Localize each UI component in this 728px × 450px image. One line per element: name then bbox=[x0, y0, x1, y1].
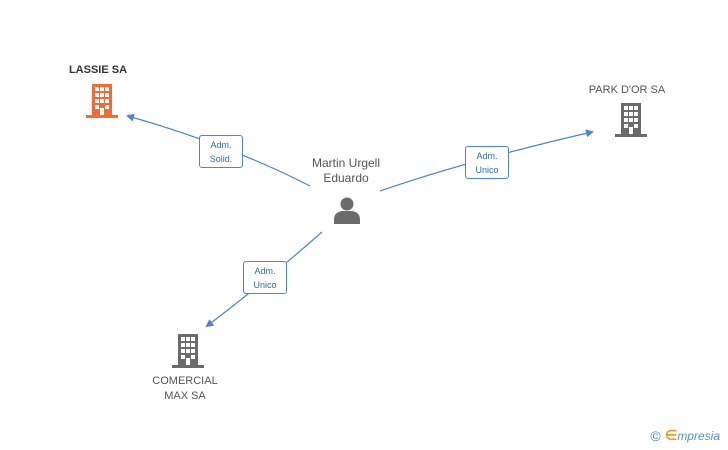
relation-label-line2: Unico bbox=[475, 165, 499, 175]
company-name-comercial[interactable]: COMERCIAL MAX SA bbox=[140, 374, 230, 404]
person-icon[interactable] bbox=[333, 196, 361, 224]
brand-initial: ∈ bbox=[664, 427, 678, 443]
company-name-line2: MAX SA bbox=[164, 390, 206, 402]
company-name-line1: COMERCIAL bbox=[152, 375, 218, 387]
person-name[interactable]: Martin Urgell Eduardo bbox=[298, 156, 394, 186]
copyright-icon: © bbox=[650, 427, 661, 444]
person-name-line1: Martin Urgell bbox=[311, 156, 380, 170]
company-name-lassie[interactable]: LASSIE SA bbox=[68, 64, 128, 76]
building-icon[interactable] bbox=[615, 103, 647, 137]
building-icon[interactable] bbox=[86, 84, 118, 118]
relation-label-lassie[interactable]: Adm. Solid. bbox=[199, 135, 243, 168]
relation-label-line1: Adm. bbox=[210, 140, 232, 150]
company-name-parkdor[interactable]: PARK D'OR SA bbox=[588, 84, 666, 96]
relation-label-line1: Adm. bbox=[476, 151, 498, 161]
brand-wordmark: ∈mpresia bbox=[665, 427, 720, 444]
relation-label-parkdor[interactable]: Adm. Unico bbox=[465, 146, 509, 179]
relation-label-line2: Unico bbox=[253, 280, 277, 290]
building-icon[interactable] bbox=[172, 334, 204, 368]
relation-label-line1: Adm. bbox=[254, 266, 276, 276]
brand-logo: © ∈mpresia bbox=[650, 427, 720, 444]
relation-label-line2: Solid. bbox=[209, 154, 233, 164]
relation-label-comercial[interactable]: Adm. Unico bbox=[243, 261, 287, 294]
brand-name-rest: mpresia bbox=[677, 429, 720, 443]
person-name-line2: Eduardo bbox=[323, 171, 369, 185]
